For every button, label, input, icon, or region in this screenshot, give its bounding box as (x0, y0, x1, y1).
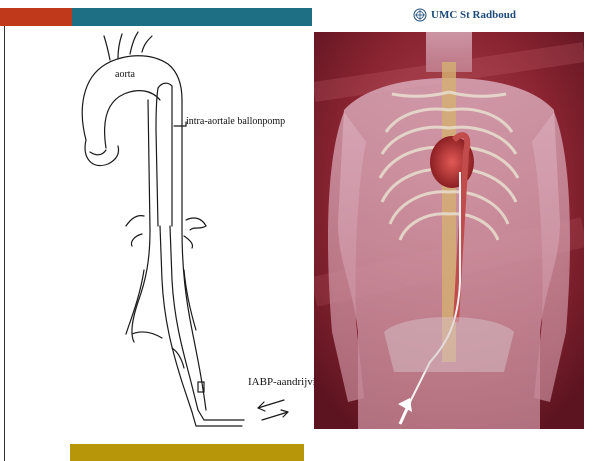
footer-accent-gold (70, 444, 304, 461)
radboud-seal-icon (413, 8, 427, 22)
header-accent-red (0, 8, 72, 26)
balloon-pump-label: intra-aortale ballonpomp (186, 116, 285, 127)
iabp-drive-label: IABP-aandrijvi (248, 376, 316, 388)
left-border-line (4, 26, 5, 461)
torso-illustration (314, 32, 584, 429)
header-accent-teal (72, 8, 312, 26)
aorta-label: aorta (115, 69, 135, 80)
logo-text: UMC St Radboud (431, 9, 516, 21)
umc-logo: UMC St Radboud (413, 6, 516, 24)
aorta-diagram: aorta intra-aortale ballonpomp IABP-aand… (72, 30, 316, 440)
anatomy-render-image (314, 32, 584, 429)
